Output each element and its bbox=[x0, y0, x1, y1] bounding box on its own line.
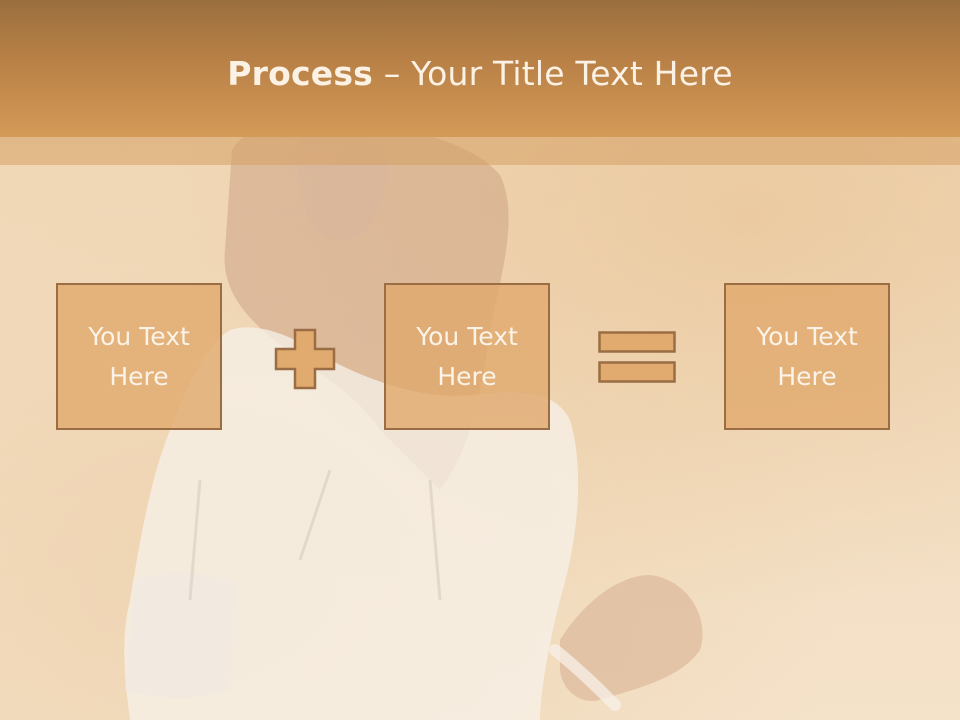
title-bar: Process – Your Title Text Here bbox=[0, 0, 960, 137]
slide-title: Process – Your Title Text Here bbox=[0, 52, 960, 96]
process-box-1-text: You Text Here bbox=[88, 321, 190, 391]
process-box-2-text: You Text Here bbox=[416, 321, 518, 391]
plus-icon bbox=[274, 328, 336, 390]
process-box-3-text: You Text Here bbox=[756, 321, 858, 391]
title-rest: – Your Title Text Here bbox=[373, 54, 733, 93]
process-box-3[interactable]: You Text Here bbox=[724, 283, 890, 430]
equals-icon bbox=[598, 331, 676, 383]
header-band bbox=[0, 137, 960, 165]
process-box-2[interactable]: You Text Here bbox=[384, 283, 550, 430]
process-box-1[interactable]: You Text Here bbox=[56, 283, 222, 430]
title-bold: Process bbox=[227, 54, 374, 93]
